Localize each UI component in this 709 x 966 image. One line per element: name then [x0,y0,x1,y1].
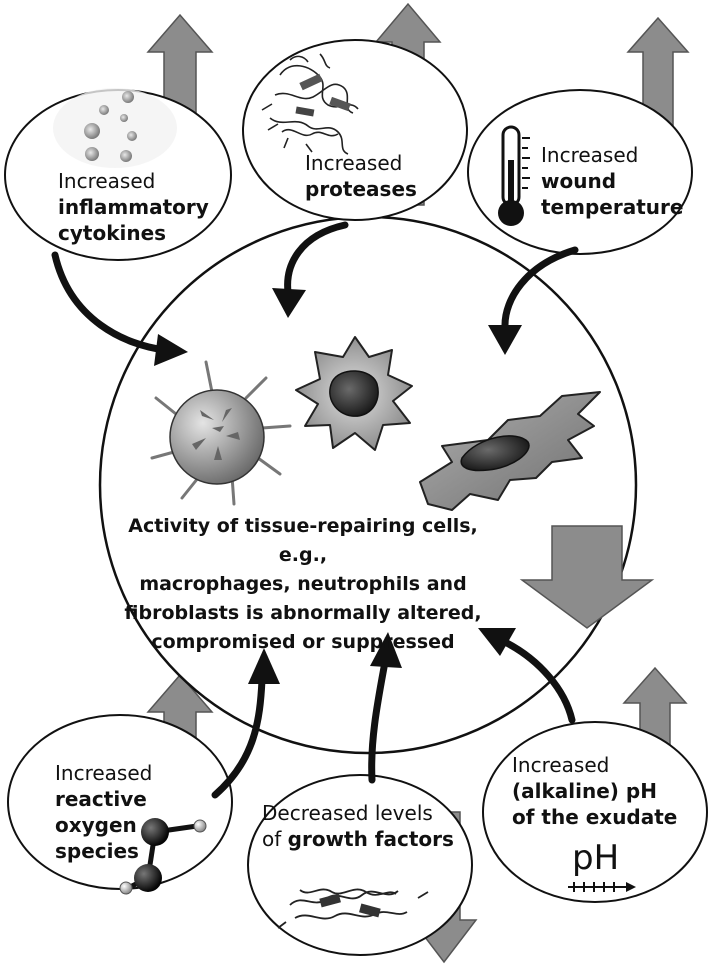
label-proteases-line2: proteases [305,177,417,201]
center-line1: Activity of tissue-repairing cells, e.g.… [128,515,478,566]
big-down-arrow [519,525,655,629]
center-line3: fibroblasts is abnormally altered, [124,602,482,624]
ph-scale-icon [568,882,636,892]
growth-factor-structure-icon [277,888,429,929]
label-growth-factors: Decreased levels of growth factors [262,800,454,852]
label-ros-line2: reactive [55,787,147,811]
label-ph-line1: Increased [512,753,610,777]
label-ros-line4: species [55,839,139,863]
arrowhead-proteases [272,288,306,318]
label-ph: Increased (alkaline) pH of the exudate [512,752,677,830]
center-statement: Activity of tissue-repairing cells, e.g.… [118,512,488,657]
label-growth-factors-line1: Decreased levels [262,801,433,825]
arrowhead-growth-factors [370,632,402,668]
fibroblast-cell-icon [419,391,601,511]
curved-arrow-ph [501,638,576,724]
curved-arrow-temperature [501,246,579,329]
label-ros: Increased reactive oxygen species [55,760,152,864]
curved-arrow-ros [211,676,266,799]
curved-arrow-cytokines [51,251,169,354]
label-cytokines-line3: cytokines [58,221,167,245]
label-ros-line3: oxygen [55,813,137,837]
label-proteases-line1: Increased [305,151,403,175]
arrowhead-ros [248,648,280,684]
label-temperature-line2: wound [541,169,617,193]
macrophage-cell-icon [295,336,413,451]
label-cytokines-line1: Increased [58,169,156,193]
arrowhead-cytokines [154,334,188,366]
ros-molecule-icon [119,818,207,895]
center-line4: compromised or suppressed [151,631,455,653]
curved-arrow-growth-factors [368,658,389,784]
label-temperature-line3: temperature [541,195,684,219]
label-cytokines-line2: inflammatory [58,195,209,219]
protease-structure-icon [261,53,359,155]
label-growth-factors-line2: of growth factors [262,826,454,852]
label-ros-line1: Increased [55,761,153,785]
thermometer-icon [498,125,530,226]
label-ph-line3: of the exudate [512,805,678,829]
node-proteases-ellipse [242,39,468,221]
neutrophil-cell-icon [150,360,292,506]
ph-symbol: pH [572,838,620,878]
arrowhead-temperature [488,325,522,355]
label-temperature-line1: Increased [541,143,639,167]
arrowhead-ph [478,628,516,656]
label-growth-factors-prefix: of [262,827,288,851]
label-temperature: Increased wound temperature [541,142,683,220]
label-ph-line2: (alkaline) pH [512,779,657,803]
central-circle [98,215,638,755]
center-line2: macrophages, neutrophils and [139,573,467,595]
cytokine-molecules-icon [53,88,177,168]
node-growth-factors-ellipse [247,774,473,956]
curved-arrow-proteases [284,221,349,296]
label-cytokines: Increased inflammatory cytokines [58,168,209,246]
label-growth-factors-bold: growth factors [287,827,454,851]
node-ph-ellipse [482,721,708,903]
label-proteases: Increased proteases [305,150,417,202]
